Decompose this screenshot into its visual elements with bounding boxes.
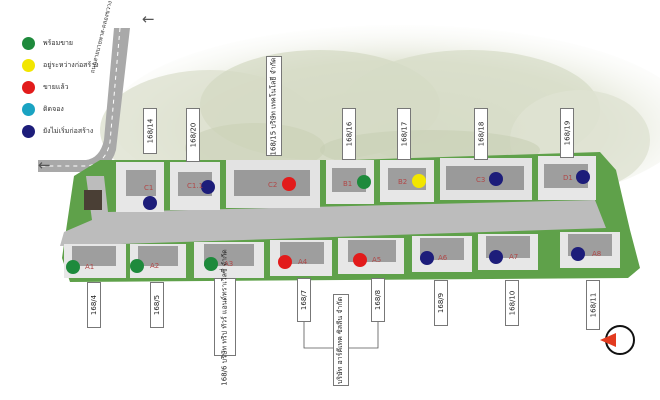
status-marker-c3: [489, 172, 503, 186]
plot-tag-168-14: 168/14: [143, 108, 157, 154]
status-markers: [66, 170, 590, 274]
legend-dot-green: [22, 36, 35, 50]
status-marker-a8: [571, 247, 585, 261]
legend-dot-yellow: [22, 58, 35, 72]
legend-label: อยู่ระหว่างก่อสร้าง: [43, 60, 99, 69]
status-marker-b1: [357, 175, 371, 189]
plot-tag-168-15: 168/15 บริษัท เทคโนโลยี จำกัด: [266, 56, 282, 156]
status-marker-a3: [204, 257, 218, 271]
plot-tag-text: 168/10: [508, 290, 517, 316]
plot-tag-168-6: 168/6 บริษัท ทริป ทัวร์ แอนด์ทราเวิลซี่ …: [214, 249, 236, 385]
legend-label: ติดจอง: [43, 104, 64, 113]
plot-tag-text: 168/4: [90, 294, 98, 316]
lot-label-a3: A3: [224, 260, 234, 268]
status-marker-a4: [278, 255, 292, 269]
plot-tag-text: 168/9: [437, 292, 445, 314]
status-marker-c1-1: [201, 180, 215, 194]
legend-item-ready: พร้อมขาย: [22, 36, 73, 50]
status-marker-c1: [143, 196, 157, 210]
lot-label-b2: B2: [398, 178, 408, 186]
plot-tag-text: 168/5: [153, 294, 161, 316]
status-marker-a5: [353, 253, 367, 267]
status-marker-d1: [576, 170, 590, 184]
legend-dot-cyan: [22, 102, 35, 116]
plot-tag-168-19: 168/19: [560, 108, 574, 158]
plot-tag-168-5: 168/5: [150, 282, 164, 328]
plot-tag-text: 168/11: [589, 292, 598, 318]
lot-label-a8: A8: [592, 250, 602, 258]
arrow-left-icon: ←: [38, 156, 51, 174]
plot-tag-text: 168/6 บริษัท ทริป ทัวร์ แอนด์ทราเวิลซี่ …: [220, 248, 229, 386]
arrow-left-icon: ←: [142, 10, 155, 28]
status-marker-a1: [66, 260, 80, 274]
status-marker-a6: [420, 251, 434, 265]
plot-tag-168-8: 168/8: [371, 278, 385, 322]
status-marker-c2: [282, 177, 296, 191]
lot-label-b1: B1: [343, 180, 353, 188]
plot-tag-text: 168/19: [563, 120, 572, 146]
plot-tag-company: บริษัท อาร์คีเทค ซิลลีน จำกัด: [333, 294, 349, 386]
status-marker-a2: [130, 259, 144, 273]
plot-tag-168-9: 168/9: [434, 280, 448, 326]
plot-tag-168-18: 168/18: [474, 108, 488, 160]
plot-tag-168-4: 168/4: [87, 282, 101, 328]
access-road: [38, 27, 130, 172]
lot-label-a5: A5: [372, 256, 382, 264]
lot-label-a7: A7: [509, 253, 519, 261]
plot-tag-text: 168/15 บริษัท เทคโนโลยี จำกัด: [269, 57, 278, 155]
plot-tag-text: 168/14: [146, 118, 155, 144]
legend-label: พร้อมขาย: [43, 38, 74, 47]
plot-tag-text: บริษัท อาร์คีเทค ซิลลีน จำกัด: [336, 296, 345, 384]
lot-label-c1-1: C1.1: [187, 182, 204, 190]
plot-tag-168-11: 168/11: [586, 280, 600, 330]
lot-label-c1: C1: [144, 184, 154, 192]
plot-tag-text: 168/7: [300, 289, 308, 311]
lot-label-c2: C2: [268, 181, 278, 189]
plot-tag-text: 168/18: [477, 121, 486, 147]
legend-dot-red: [22, 80, 35, 94]
plot-tag-text: 168/17: [400, 121, 409, 147]
compass-icon: [600, 325, 635, 355]
lot-label-a6: A6: [438, 254, 448, 262]
legend-dot-navy: [22, 124, 35, 138]
plot-tag-text: 168/8: [374, 289, 382, 311]
plot-tag-168-10: 168/10: [505, 280, 519, 326]
plot-tag-168-7: 168/7: [297, 278, 311, 322]
plot-tag-text: 168/16: [345, 121, 354, 147]
lot-label-a4: A4: [298, 258, 308, 266]
legend-label: ขายแล้ว: [43, 82, 69, 91]
internal-road: [60, 176, 606, 246]
plot-tag-168-17: 168/17: [397, 108, 411, 160]
plot-tag-168-16: 168/16: [342, 108, 356, 160]
top-lots: [84, 156, 596, 212]
status-marker-a7: [489, 250, 503, 264]
legend-item-not-started: ยังไม่เริ่มก่อสร้าง: [22, 124, 93, 138]
legend-label: ยังไม่เริ่มก่อสร้าง: [43, 126, 94, 135]
legend-item-reserved: ติดจอง: [22, 102, 64, 116]
lot-label-a2: A2: [150, 262, 160, 270]
legend-item-sold: ขายแล้ว: [22, 80, 69, 94]
lot-label-c3: C3: [476, 176, 486, 184]
status-marker-b2: [412, 174, 426, 188]
legend-item-under-construction: อยู่ระหว่างก่อสร้าง: [22, 58, 99, 72]
plot-tag-168-20: 168/20: [186, 108, 200, 162]
plot-tag-text: 168/20: [189, 122, 198, 148]
lot-label-a1: A1: [85, 263, 95, 271]
lot-label-d1: D1: [563, 174, 573, 182]
